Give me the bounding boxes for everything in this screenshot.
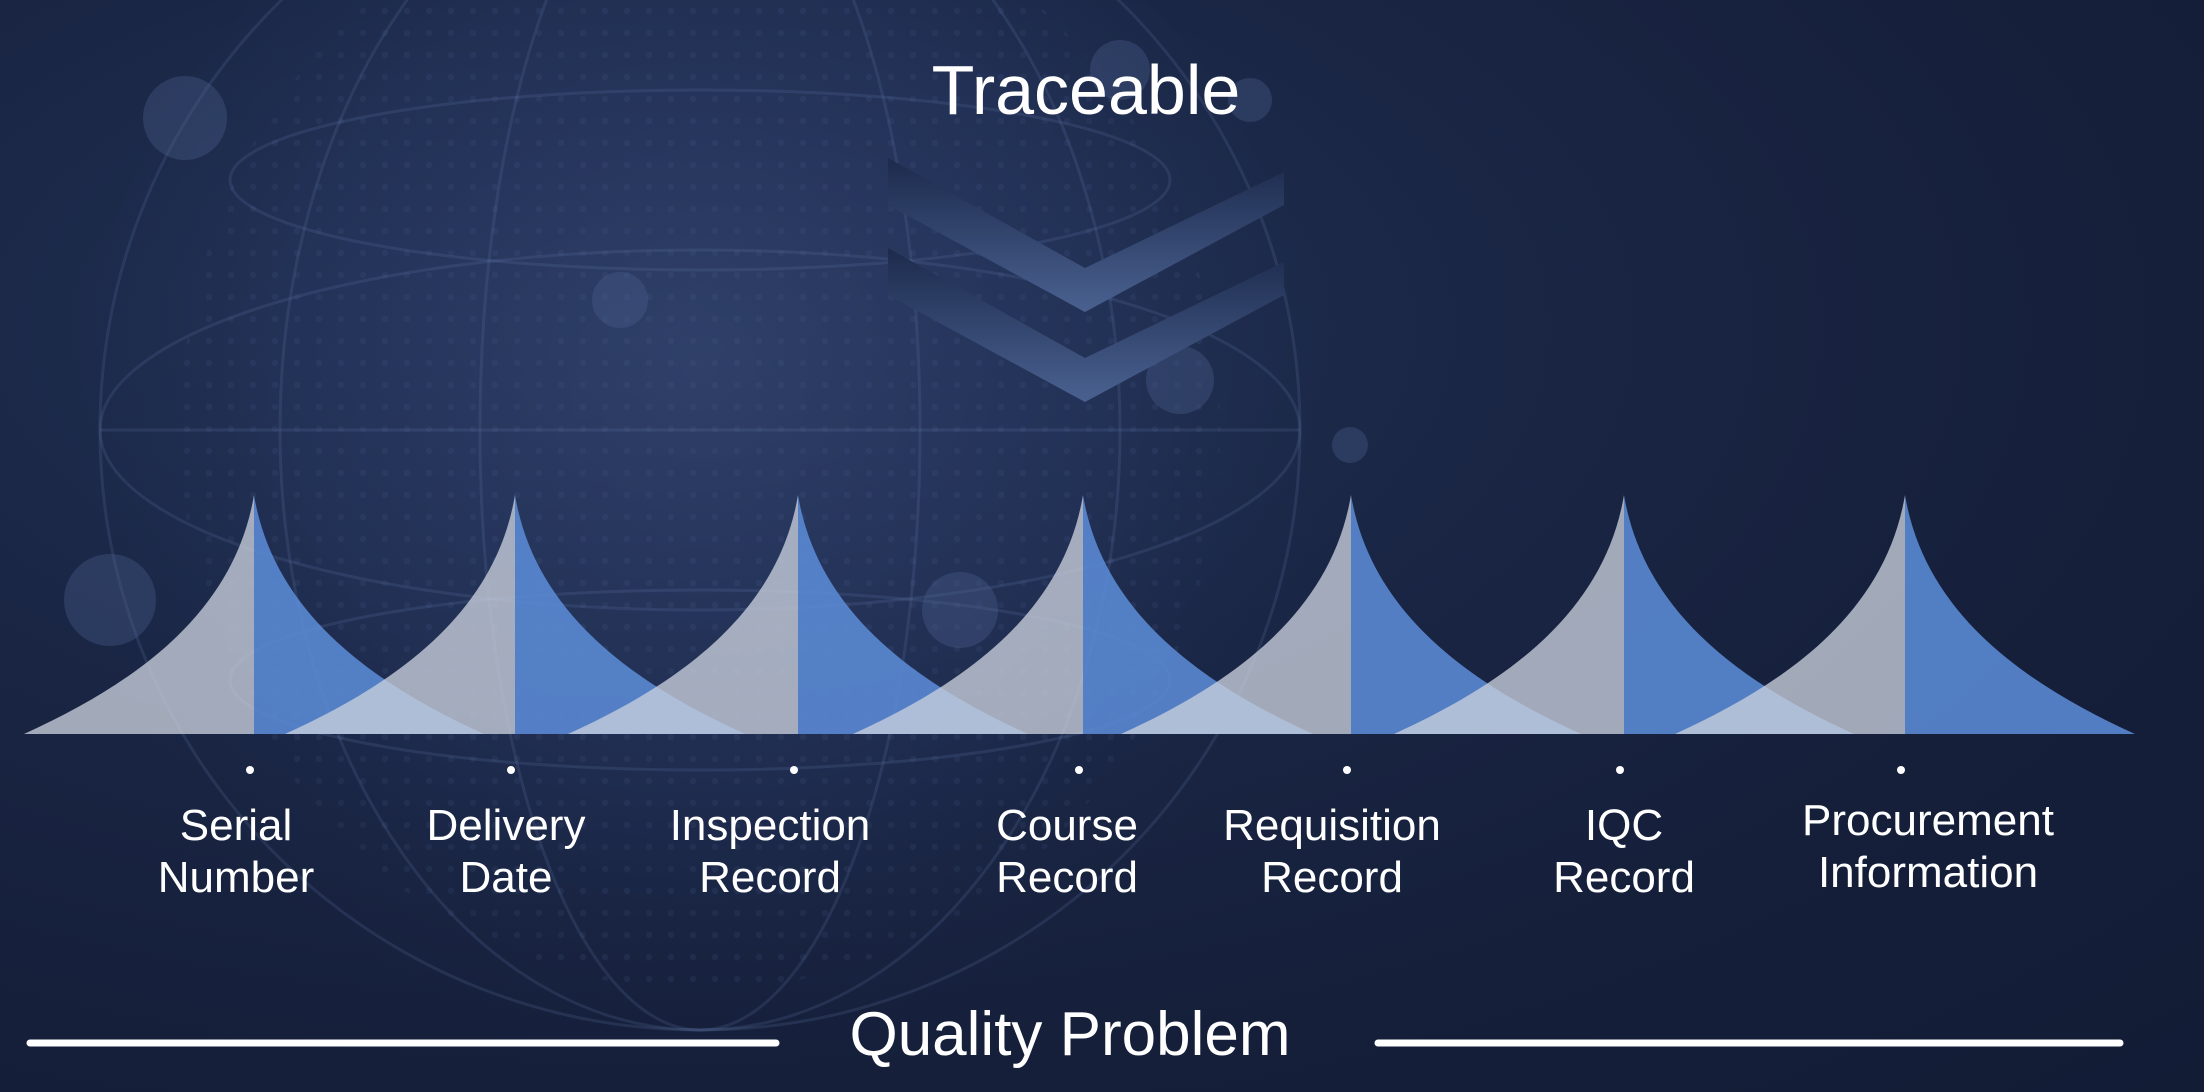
item-label-line2: Number	[157, 853, 315, 902]
peak-4	[853, 495, 1313, 734]
bullet-dot	[507, 766, 515, 774]
peak-left-face	[1394, 495, 1624, 734]
item-label-line1: IQC	[1584, 801, 1664, 850]
peak-left-face	[568, 495, 798, 734]
item-label-line2: Date	[459, 853, 553, 902]
peak-left-face	[1121, 495, 1351, 734]
peak-left-face	[24, 495, 254, 734]
peak-6	[1394, 495, 1854, 734]
peak-right-face	[254, 495, 484, 734]
bullet-dot	[246, 766, 254, 774]
item-label-line1: Delivery	[426, 801, 586, 850]
item-label-line2: Record	[1261, 853, 1403, 902]
item-label-line1: Course	[996, 801, 1138, 850]
peak-right-face	[1351, 495, 1581, 734]
item-label-line2: Information	[1817, 848, 2039, 897]
item-label-line2: Record	[996, 853, 1138, 902]
peak-5	[1121, 495, 1581, 734]
peaks-row	[24, 495, 2135, 734]
peak-left-face	[285, 495, 515, 734]
peak-2	[285, 495, 745, 734]
item-label-line1: Requisition	[1223, 801, 1441, 850]
page-title: Traceable	[931, 51, 1241, 129]
dots-row	[246, 766, 1905, 774]
peak-right-face	[798, 495, 1028, 734]
bullet-dot	[1616, 766, 1624, 774]
peak-right-face	[1083, 495, 1313, 734]
item-label-line2: Record	[699, 853, 841, 902]
peak-left-face	[1675, 495, 1905, 734]
peak-7	[1675, 495, 2135, 734]
chevron-down-icon	[888, 158, 1284, 402]
item-label-line1: Inspection	[669, 801, 871, 850]
bullet-dot	[1343, 766, 1351, 774]
peak-right-face	[1905, 495, 2135, 734]
peak-right-face	[515, 495, 745, 734]
peak-1	[24, 495, 484, 734]
bullet-dot	[790, 766, 798, 774]
bullet-dot	[1897, 766, 1905, 774]
peak-3	[568, 495, 1028, 734]
bottom-title: Quality Problem	[849, 1000, 1291, 1069]
peak-left-face	[853, 495, 1083, 734]
item-label-line1: Procurement	[1802, 796, 2054, 845]
item-label-line2: Record	[1553, 853, 1695, 902]
bullet-dot	[1075, 766, 1083, 774]
peak-right-face	[1624, 495, 1854, 734]
item-label-line1: Serial	[179, 801, 293, 850]
